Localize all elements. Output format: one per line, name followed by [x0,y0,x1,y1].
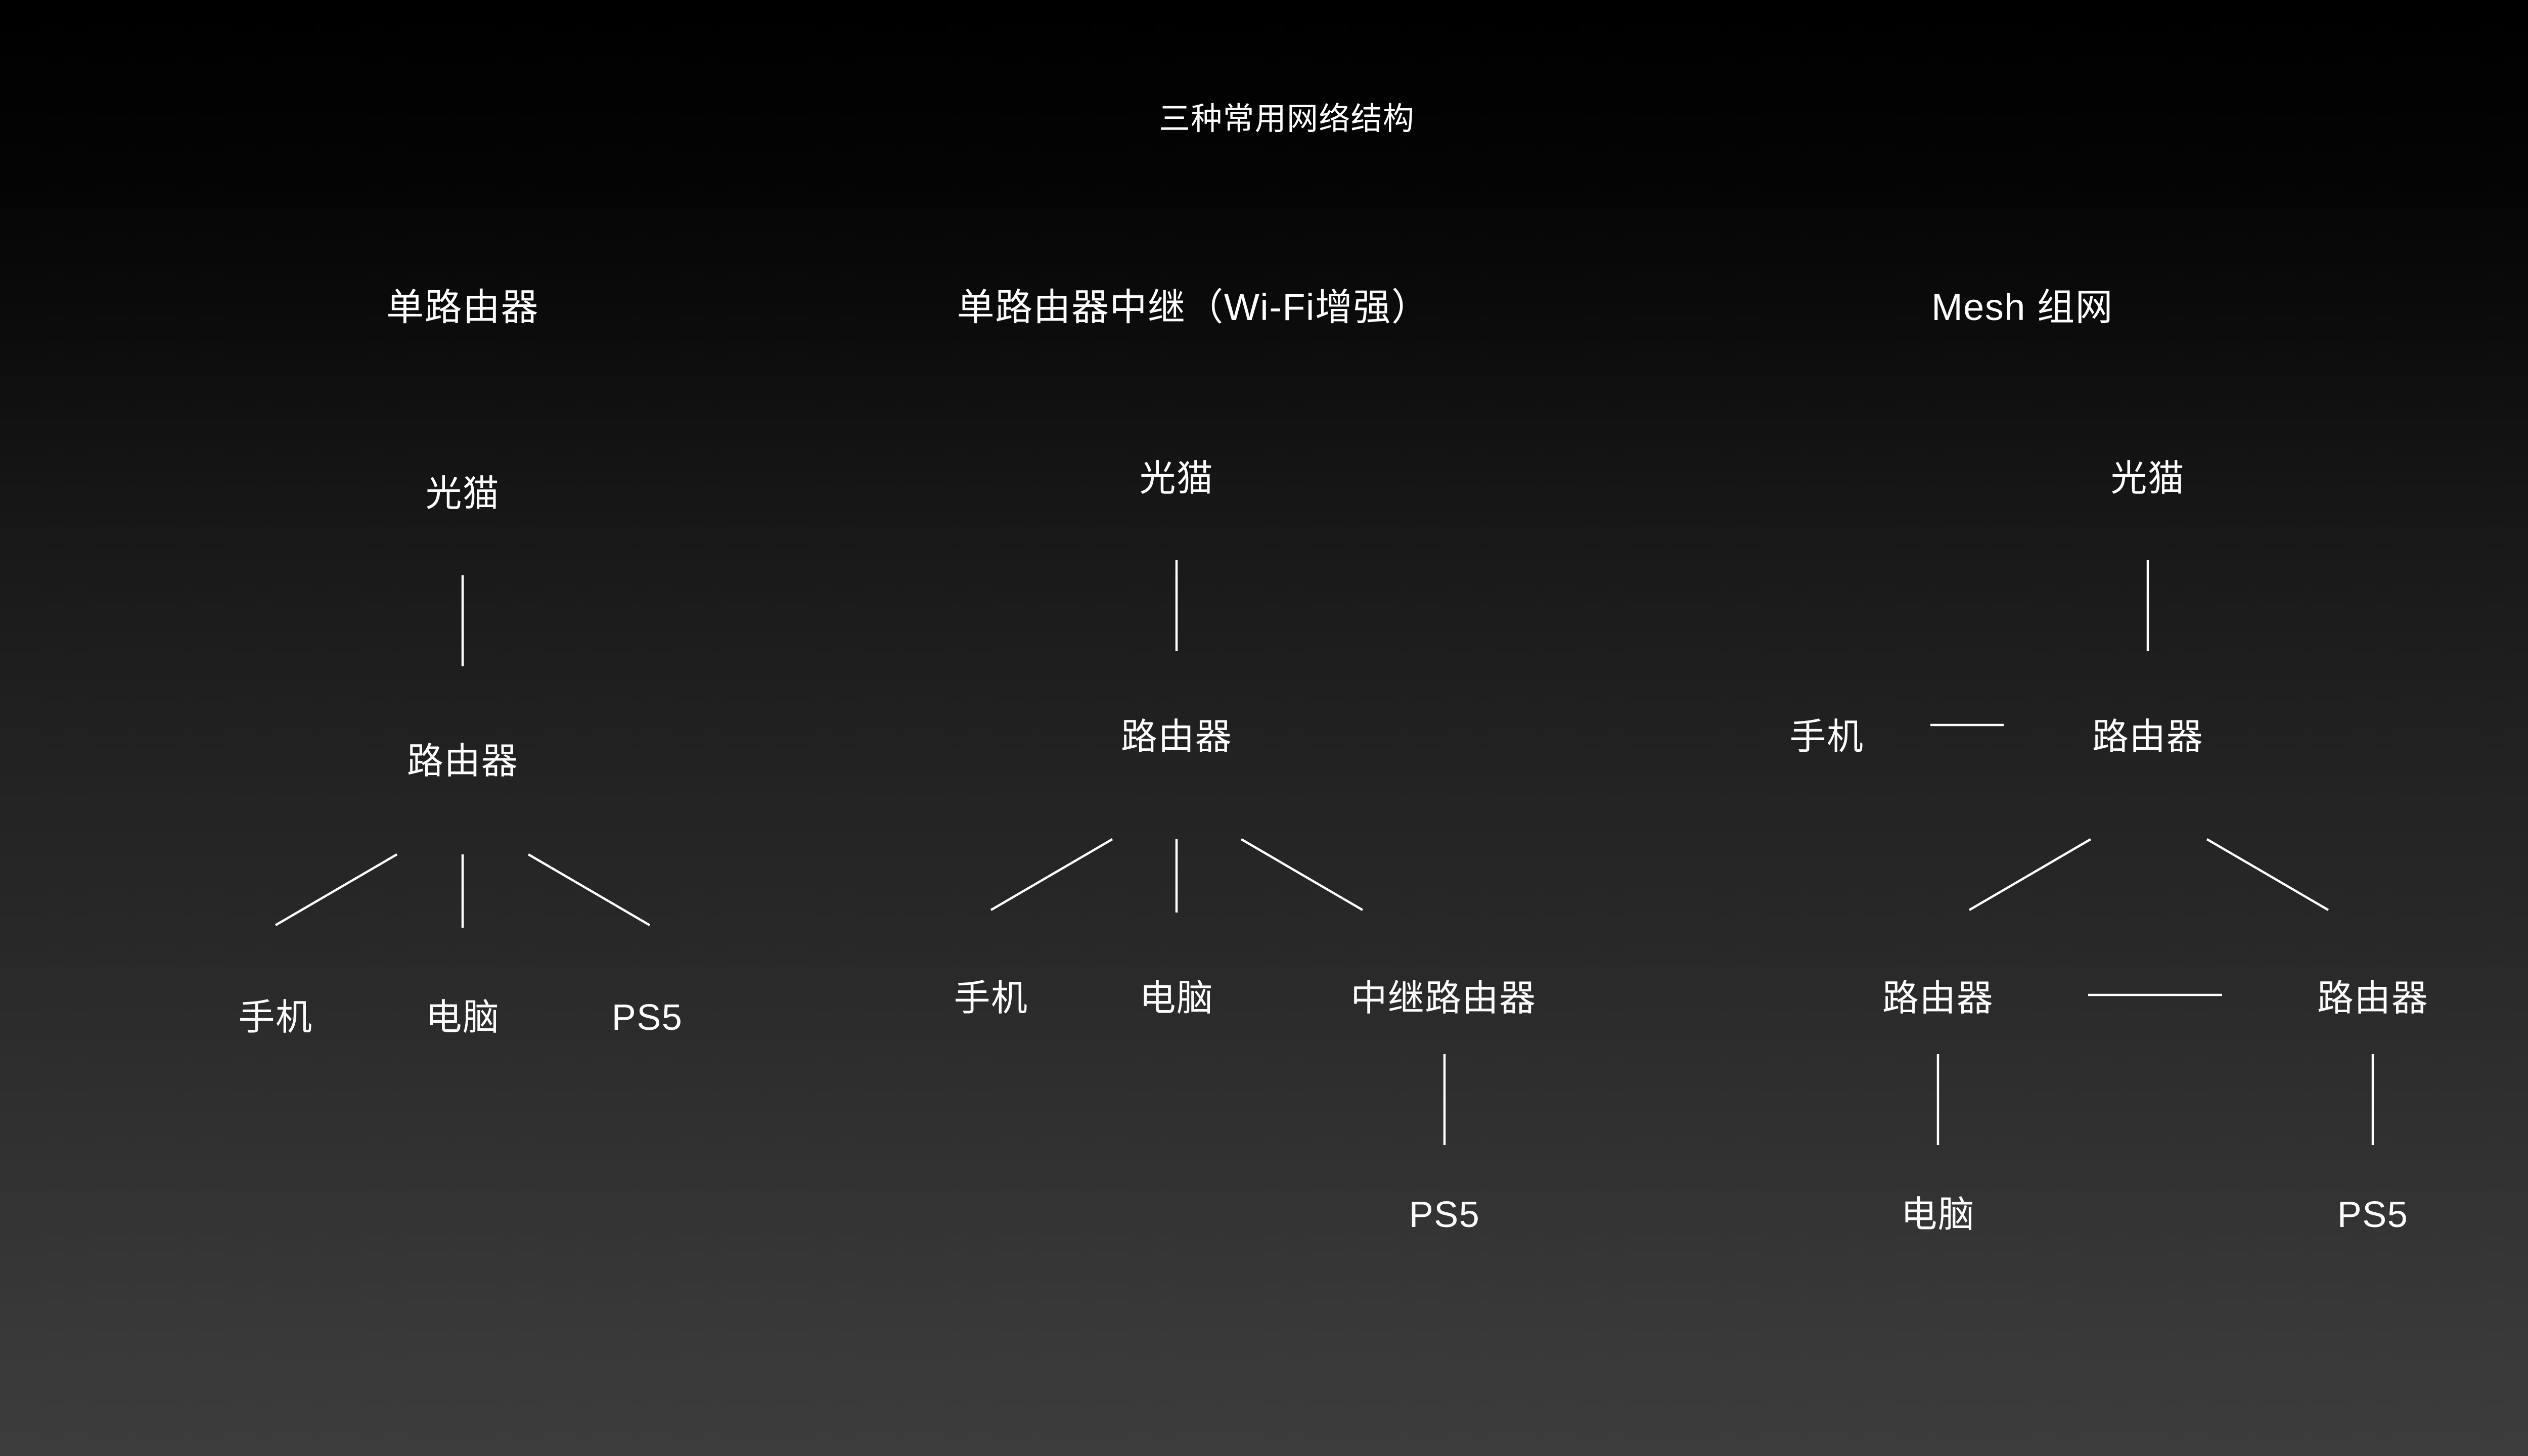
node-c3-ps5: PS5 [2337,1195,2409,1235]
edge-c3-router-routerright [2206,838,2329,911]
edge-c3-router-routerleft [1968,838,2092,911]
node-c3-phone: 手机 [1789,717,1864,757]
edge-c1-router-ps5 [527,853,651,926]
node-c3-router-right: 路由器 [2317,978,2429,1019]
edge-c1-router-phone [275,853,398,926]
edge-c2-router-relay [1240,838,1364,911]
node-c3-router-left: 路由器 [1882,978,1994,1019]
page-title: 三种常用网络结构 [1159,102,1415,136]
node-c2-relay-router: 中继路由器 [1350,978,1537,1019]
node-c1-modem: 光猫 [425,474,500,514]
column-heading-relay-router: 单路由器中继（Wi-Fi增强） [957,286,1430,328]
node-c1-router: 路由器 [407,741,519,782]
node-c1-ps5: PS5 [611,997,683,1038]
column-heading-single-router: 单路由器 [386,286,539,328]
node-c2-phone: 手机 [954,978,1028,1019]
node-c3-router-main: 路由器 [2092,717,2204,757]
node-c1-pc: 电脑 [425,997,500,1038]
node-c2-router: 路由器 [1120,717,1233,757]
node-c2-pc: 电脑 [1139,978,1214,1019]
node-c3-modem: 光猫 [2110,459,2185,499]
edge-c2-router-phone [990,838,1113,911]
node-c2-ps5: PS5 [1409,1195,1480,1235]
node-c3-pc: 电脑 [1901,1195,1975,1235]
node-c2-modem: 光猫 [1139,459,1214,499]
column-heading-mesh: Mesh 组网 [1931,286,2113,328]
node-c1-phone: 手机 [238,997,313,1038]
